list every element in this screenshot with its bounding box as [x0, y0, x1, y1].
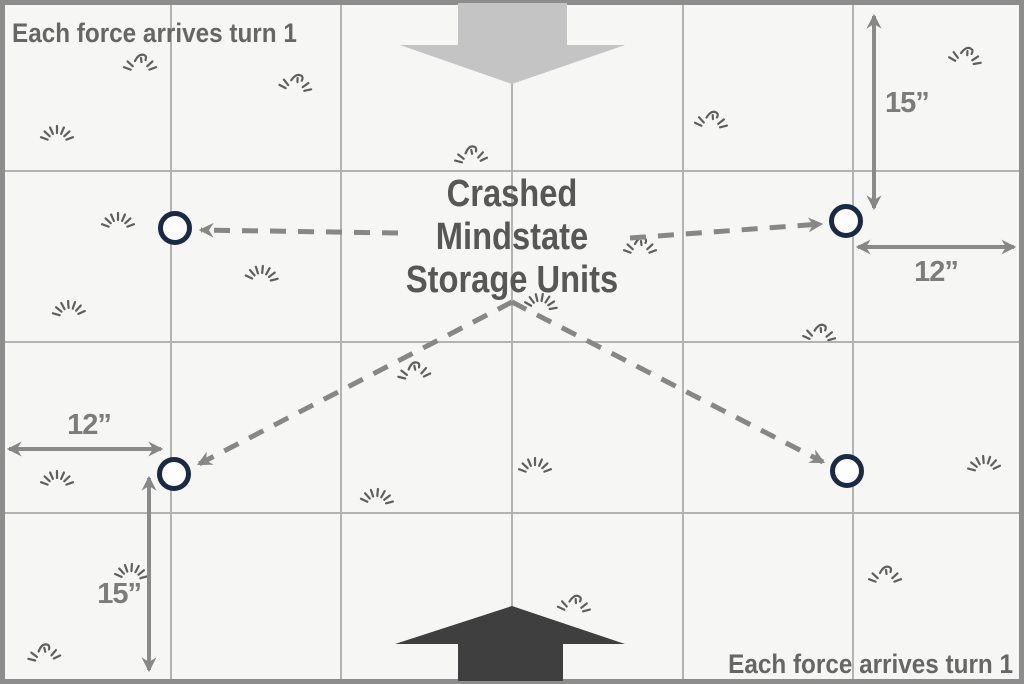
- dashed-connector-arrow: [197, 299, 514, 467]
- dashed-connector-arrow: [510, 299, 826, 465]
- dashed-connector-arrow: [198, 222, 399, 238]
- objective-marker: [829, 204, 863, 238]
- deployment-note-top-left: Each force arrives turn 1: [12, 19, 297, 48]
- objective-marker: [158, 211, 192, 245]
- distance-measurements: 15” 12” 12” 15”: [6, 13, 1017, 673]
- objective-marker: [157, 457, 191, 491]
- distance-label: 15”: [97, 578, 141, 610]
- distance-label: 15”: [885, 87, 929, 119]
- map-title-line-2: Mindstate: [436, 215, 588, 258]
- bottom-deployment-arrow-icon: [395, 606, 625, 681]
- top-deployment-arrow-icon: [400, 3, 625, 84]
- distance-label: 12”: [67, 409, 111, 441]
- objective-marker: [830, 454, 864, 488]
- map-title-line-3: Storage Units: [406, 258, 618, 301]
- deployment-note-bottom-right-text: Each force arrives turn 1: [728, 650, 1013, 679]
- deployment-note-top-left-text: Each force arrives turn 1: [12, 19, 297, 48]
- distance-label: 12”: [914, 256, 958, 288]
- deployment-note-bottom-right: Each force arrives turn 1: [728, 650, 1013, 679]
- map-title-line-1: Crashed: [447, 172, 578, 215]
- objective-connectors: [197, 217, 826, 467]
- map-title: Crashed Mindstate Storage Units: [406, 172, 618, 301]
- objective-markers: [157, 204, 864, 491]
- dashed-connector-arrow: [629, 217, 824, 241]
